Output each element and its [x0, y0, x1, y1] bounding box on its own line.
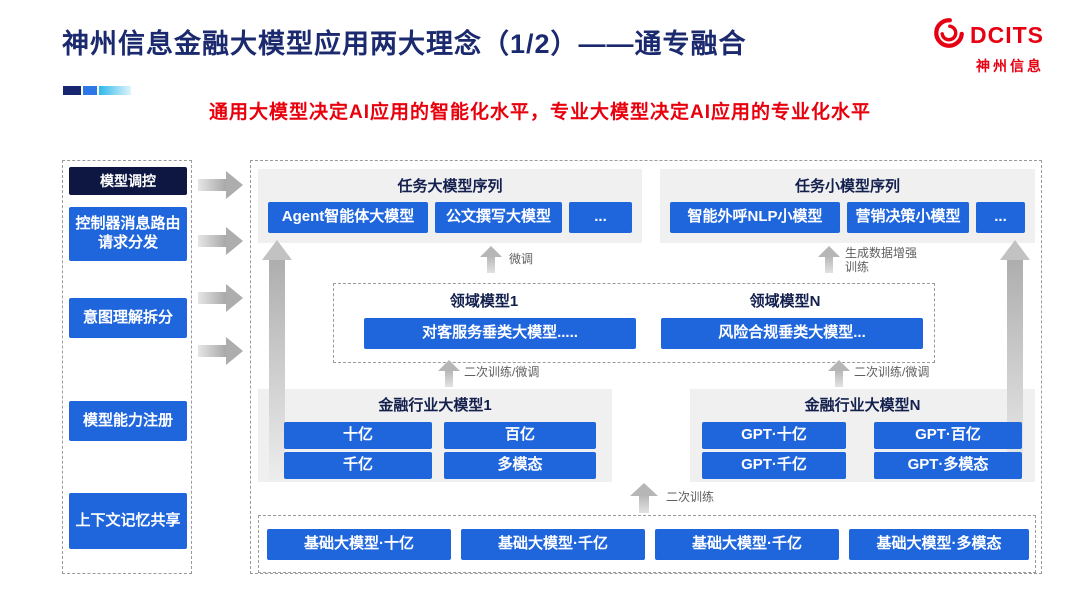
model-chip-marketing: 营销决策小模型: [847, 202, 969, 233]
logo-company: 神州信息: [976, 58, 1044, 74]
retrain-finetune-right-arrow-icon: [828, 360, 850, 387]
sidebar-flow-arrow-icon: [198, 171, 244, 199]
task-small-title: 任务小模型序列: [794, 178, 900, 195]
model-chip-base-billion: 基础大模型·十亿: [267, 529, 451, 560]
domain-model-panel: 领域模型1 领域模型N 对客服务垂类大模型..... 风险合规垂类大模型...: [333, 283, 935, 363]
model-chip-multimodal: 多模态: [444, 452, 596, 479]
sidebar-flow-arrow-icon: [198, 337, 244, 365]
sidebar-item-capability-register: 模型能力注册: [69, 401, 187, 441]
sidebar-item-message-routing: 控制器消息路由请求分发: [69, 207, 187, 261]
task-small-panel: 任务小模型序列 智能外呼NLP小模型 营销决策小模型 ...: [660, 169, 1035, 243]
model-chip-ellipsis: ...: [976, 202, 1025, 233]
domain-right-title: 领域模型N: [749, 293, 821, 310]
accent-segment-cyan: [99, 86, 131, 95]
model-chip-gpt-billion: GPT·十亿: [702, 422, 846, 449]
model-chip-risk-compliance: 风险合规垂类大模型...: [661, 318, 923, 349]
accent-segment-blue: [83, 86, 97, 95]
model-chip-gpt-hundred-billion: GPT·千亿: [702, 452, 846, 479]
model-architecture-panel-border: [250, 160, 1042, 574]
model-chip-ellipsis: ...: [569, 202, 632, 233]
tall-up-arrow-left-icon: [262, 240, 292, 480]
sidebar-title: 模型调控: [69, 167, 187, 195]
retrain-finetune-left-arrow-icon: [438, 360, 460, 387]
slide-title: 神州信息金融大模型应用两大理念（1/2）——通专融合: [62, 29, 747, 59]
model-chip-customer-service: 对客服务垂类大模型.....: [364, 318, 636, 349]
slide-subtitle: 通用大模型决定AI应用的智能化水平，专业大模型决定AI应用的专业化水平: [208, 102, 871, 123]
task-large-panel: 任务大模型序列 Agent智能体大模型 公文撰写大模型 ...: [258, 169, 642, 243]
model-chip-nlp-outbound: 智能外呼NLP小模型: [670, 202, 840, 233]
logo-row: DCITS: [932, 16, 1044, 55]
industry-left-panel: 金融行业大模型1 十亿 百亿 千亿 多模态: [258, 389, 612, 482]
model-chip-ten-billion: 百亿: [444, 422, 596, 449]
accent-segment-dark: [63, 86, 81, 95]
finetune-label: 微调: [509, 252, 534, 266]
retrain-finetune-right-label: 二次训练/微调: [854, 365, 930, 379]
model-control-panel: 模型调控 控制器消息路由请求分发 意图理解拆分 模型能力注册 上下文记忆共享: [62, 160, 192, 574]
domain-left-title: 领域模型1: [449, 293, 519, 310]
base-model-panel: 基础大模型·十亿 基础大模型·千亿 基础大模型·千亿 基础大模型·多模态: [258, 515, 1036, 573]
model-chip-hundred-billion: 千亿: [284, 452, 432, 479]
finetune-arrow-icon: [480, 246, 502, 273]
sidebar-item-context-memory: 上下文记忆共享: [69, 493, 187, 549]
industry-right-panel: 金融行业大模型N GPT·十亿 GPT·百亿 GPT·千亿 GPT·多模态: [690, 389, 1035, 482]
model-chip-gpt-ten-billion: GPT·百亿: [874, 422, 1022, 449]
data-augment-arrow-icon: [818, 246, 840, 273]
logo: DCITS 神州信息: [932, 16, 1044, 76]
model-chip-base-hundred-billion-a: 基础大模型·千亿: [461, 529, 645, 560]
model-chip-official-doc: 公文撰写大模型: [435, 202, 562, 233]
industry-right-title: 金融行业大模型N: [804, 397, 921, 414]
task-large-title: 任务大模型序列: [397, 178, 503, 195]
title-accent-bar: [63, 86, 131, 95]
sidebar-flow-arrow-icon: [198, 284, 244, 312]
model-chip-gpt-multimodal: GPT·多模态: [874, 452, 1022, 479]
retrain-label: 二次训练: [666, 490, 715, 504]
retrain-arrow-icon: [630, 483, 658, 513]
sidebar-flow-arrow-icon: [198, 227, 244, 255]
model-chip-billion: 十亿: [284, 422, 432, 449]
data-augment-label: 生成数据增强训练: [845, 246, 918, 275]
logo-brand: DCITS: [970, 22, 1044, 48]
retrain-finetune-left-label: 二次训练/微调: [464, 365, 540, 379]
model-chip-base-multimodal: 基础大模型·多模态: [849, 529, 1029, 560]
industry-left-title: 金融行业大模型1: [378, 397, 492, 414]
model-chip-base-hundred-billion-b: 基础大模型·千亿: [655, 529, 839, 560]
model-chip-agent: Agent智能体大模型: [268, 202, 428, 233]
dcits-logo-icon: [932, 16, 966, 55]
sidebar-item-intent-split: 意图理解拆分: [69, 298, 187, 338]
